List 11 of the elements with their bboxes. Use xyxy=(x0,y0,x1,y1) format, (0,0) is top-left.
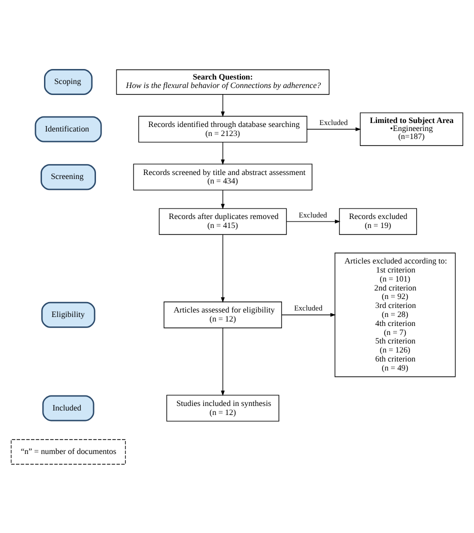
arrow xyxy=(220,142,225,164)
arrow xyxy=(220,327,225,396)
edge-label: Excluded xyxy=(319,117,348,126)
arrow xyxy=(281,312,336,316)
arrow xyxy=(220,189,225,209)
arrow xyxy=(220,94,225,117)
arrow xyxy=(286,219,340,223)
arrow xyxy=(220,234,225,302)
arrow xyxy=(306,126,362,131)
edge-label: Excluded xyxy=(294,303,322,312)
edge-label: Excluded xyxy=(298,210,328,219)
